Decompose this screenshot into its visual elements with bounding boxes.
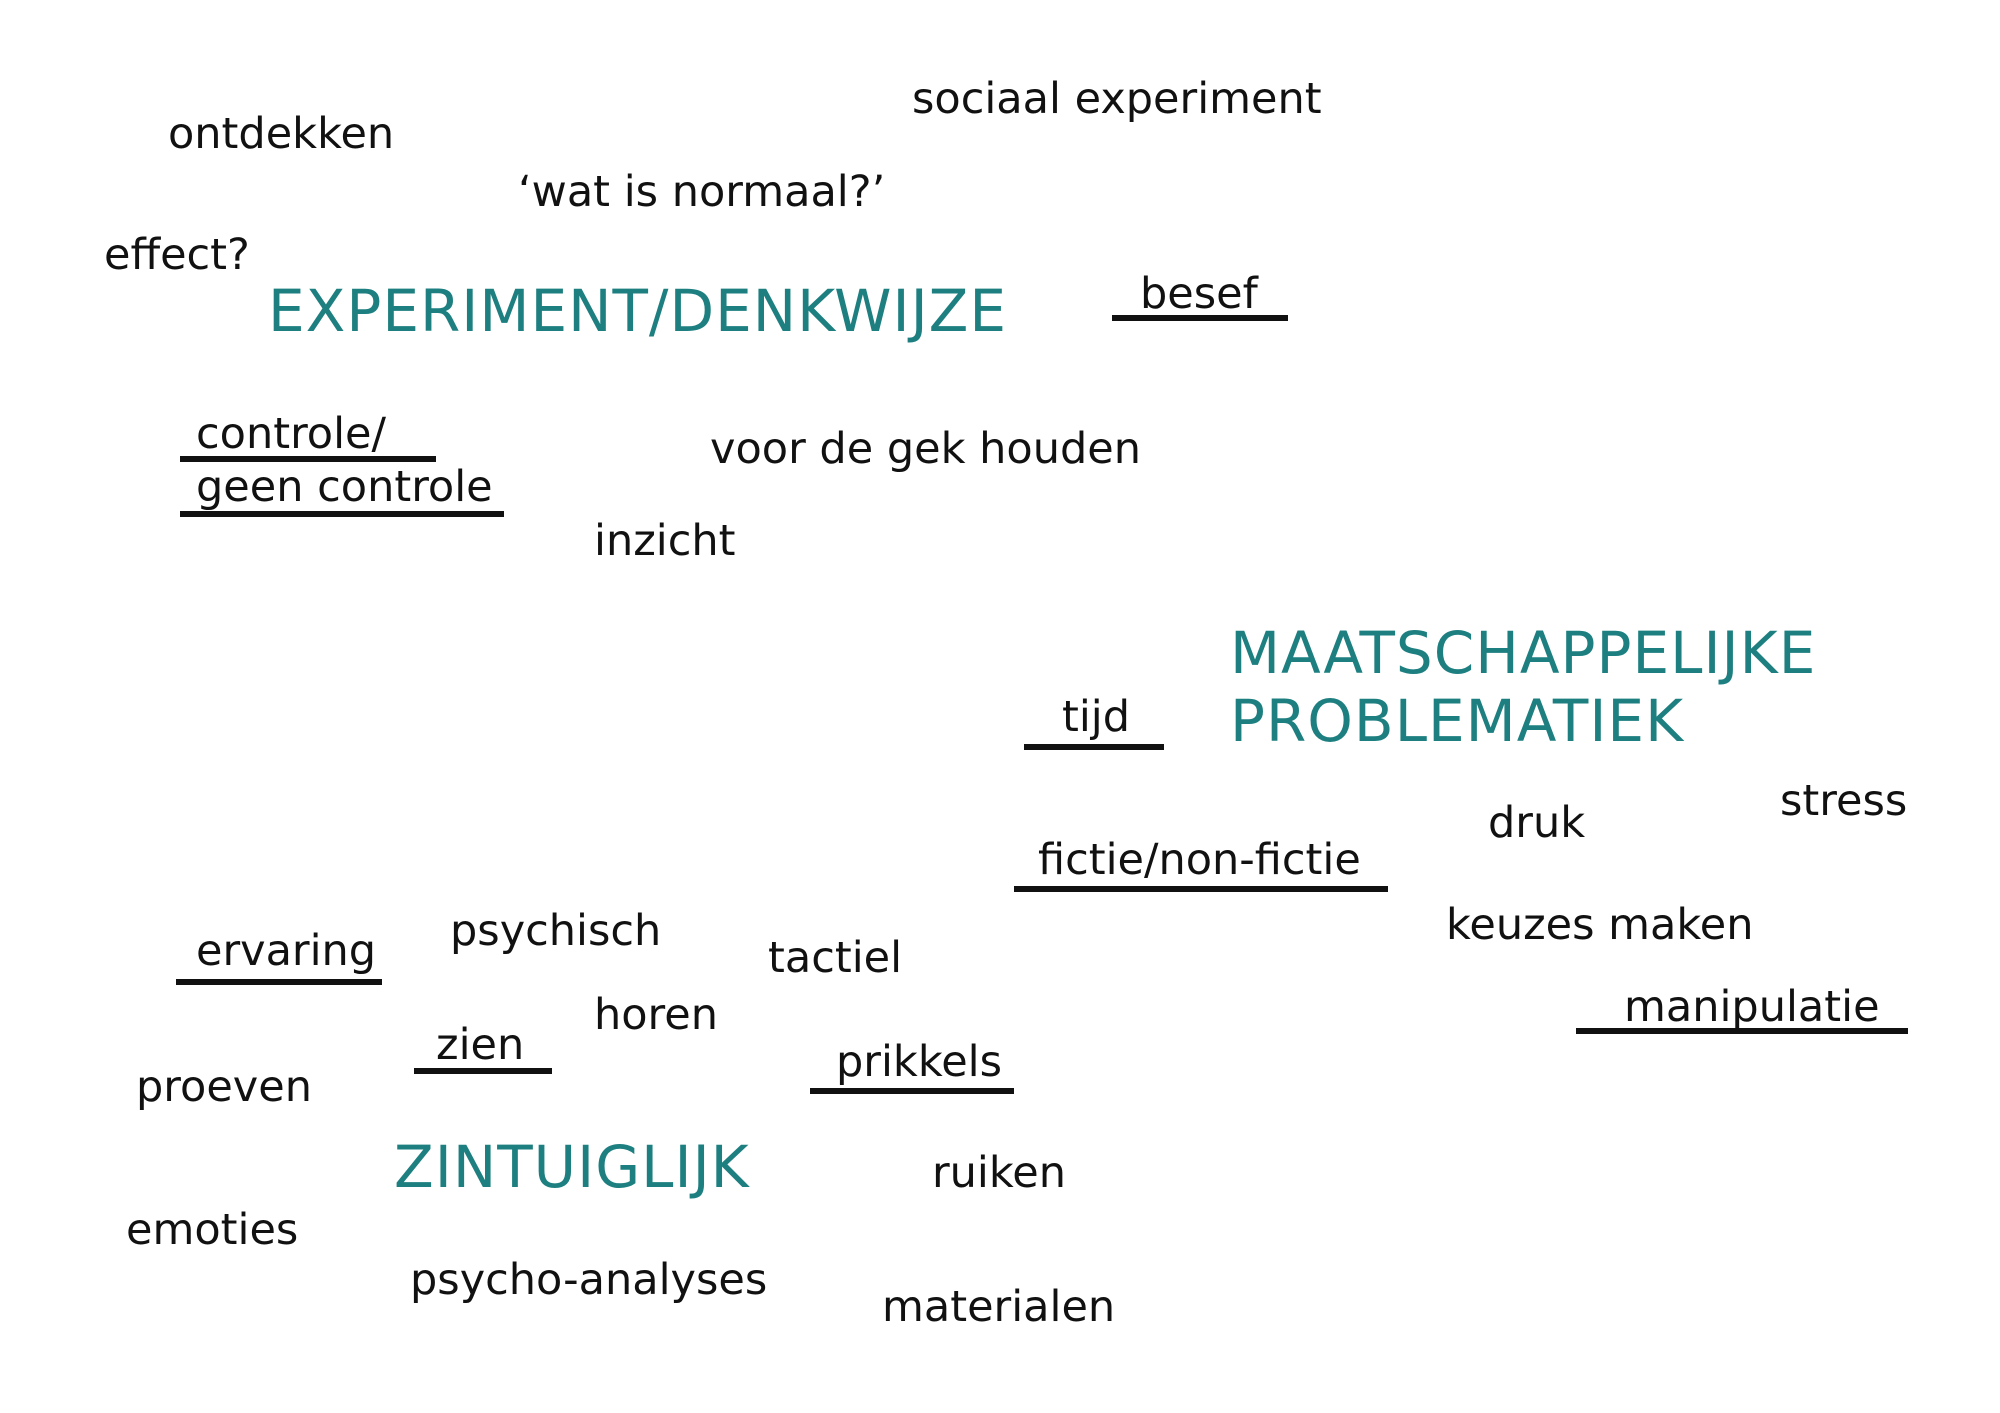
underline-controle — [180, 456, 436, 462]
term-tijd: tijd — [1062, 692, 1131, 742]
heading-zintuiglijk: ZINTUIGLIJK — [394, 1133, 750, 1201]
term-horen: horen — [594, 990, 719, 1040]
term-psychisch: psychisch — [450, 906, 662, 956]
term-keuzes-maken: keuzes maken — [1446, 900, 1754, 950]
term-effect: effect? — [104, 230, 250, 280]
underline-geen-controle — [180, 511, 504, 517]
underline-fictie-non-fictie — [1014, 886, 1388, 892]
term-ervaring: ervaring — [196, 926, 377, 976]
term-sociaal-experiment: sociaal experiment — [912, 74, 1322, 124]
term-inzicht: inzicht — [594, 516, 736, 566]
heading-maatschappelijke-problematiek: MAATSCHAPPELIJKE PROBLEMATIEK — [1230, 624, 1816, 750]
term-materialen: materialen — [882, 1282, 1116, 1332]
underline-tijd — [1024, 744, 1164, 750]
term-fictie-non-fictie: fictie/non-fictie — [1038, 835, 1361, 885]
term-zien: zien — [436, 1020, 525, 1070]
term-besef: besef — [1140, 269, 1258, 319]
term-ruiken: ruiken — [932, 1148, 1066, 1198]
term-prikkels: prikkels — [836, 1037, 1002, 1087]
term-wat-is-normaal: ‘wat is normaal?’ — [518, 167, 886, 217]
heading-line-1: MAATSCHAPPELIJKE — [1230, 619, 1817, 687]
term-tactiel: tactiel — [768, 933, 903, 983]
term-voor-de-gek-houden: voor de gek houden — [710, 424, 1141, 474]
term-proeven: proeven — [136, 1062, 312, 1112]
term-ontdekken: ontdekken — [168, 109, 395, 159]
heading-experiment-denkwijze: EXPERIMENT/DENKWIJZE — [268, 277, 1008, 345]
term-geen-controle: geen controle — [196, 462, 493, 512]
underline-zien — [414, 1068, 552, 1074]
term-psycho-analyses: psycho-analyses — [410, 1255, 768, 1305]
underline-ervaring — [176, 979, 382, 985]
underline-besef — [1112, 315, 1288, 321]
underline-manipulatie — [1576, 1028, 1908, 1034]
underline-prikkels — [810, 1088, 1014, 1094]
term-stress: stress — [1780, 776, 1908, 826]
term-druk: druk — [1488, 798, 1586, 848]
term-emoties: emoties — [126, 1205, 299, 1255]
term-controle: controle/ — [196, 409, 386, 459]
term-manipulatie: manipulatie — [1624, 982, 1880, 1032]
heading-line-2: PROBLEMATIEK — [1230, 687, 1685, 755]
